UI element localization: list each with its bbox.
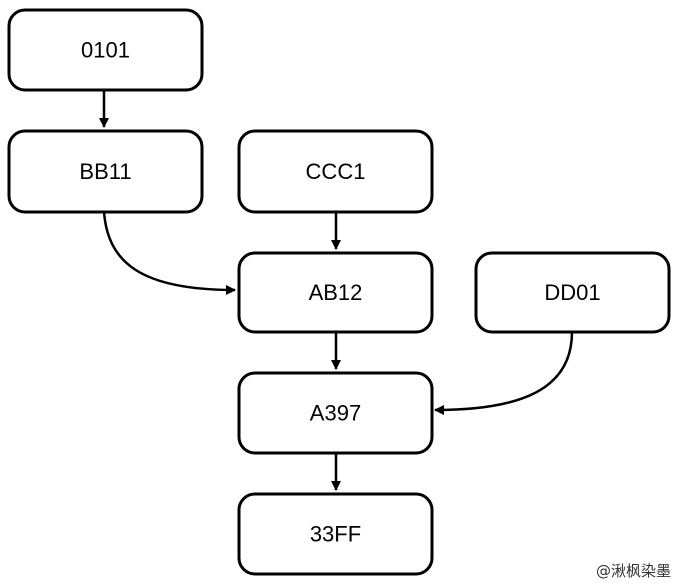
node-label: A397: [310, 401, 361, 426]
node-label: 0101: [81, 38, 130, 63]
node-ab12: AB12: [237, 251, 434, 334]
edge-dd01-to-a397: [434, 331, 574, 415]
node-0101: 0101: [7, 8, 204, 92]
node-label: AB12: [309, 280, 363, 305]
node-bb11: BB11: [7, 129, 204, 214]
edge-bb11-to-ab12: [102, 211, 236, 295]
node-label: 33FF: [310, 522, 361, 547]
node-label: BB11: [79, 159, 131, 184]
node-a397: A397: [237, 371, 434, 455]
node-label: CCC1: [306, 159, 366, 184]
watermark-text: @湫枫染墨: [595, 562, 671, 580]
node-ccc1: CCC1: [237, 129, 434, 214]
node-33ff: 33FF: [237, 492, 434, 576]
node-label: DD01: [544, 280, 600, 305]
node-dd01: DD01: [474, 251, 671, 334]
